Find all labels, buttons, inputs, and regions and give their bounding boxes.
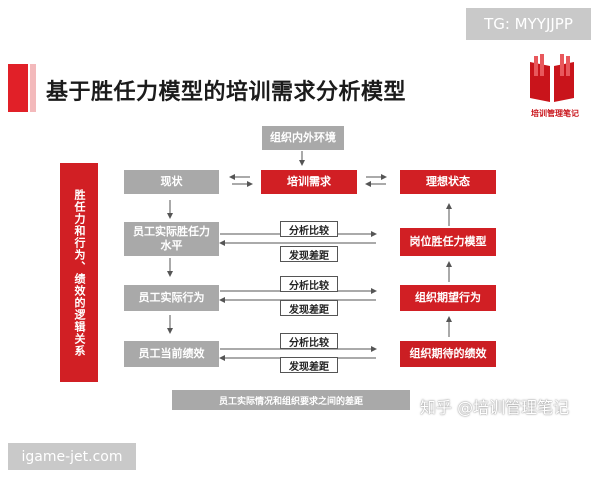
current-state-box: 现状 xyxy=(124,170,219,194)
training-need-box: 培训需求 xyxy=(261,170,357,194)
expected-performance-box: 组织期待的绩效 xyxy=(400,341,496,367)
expected-behavior-box: 组织期望行为 xyxy=(400,285,496,311)
book-logo-icon xyxy=(530,54,574,102)
actual-competency-box: 员工实际胜任力水平 xyxy=(124,222,219,256)
tg-tag: TG: MYYJJPP xyxy=(466,8,591,40)
current-performance-box: 员工当前绩效 xyxy=(124,341,219,367)
actual-behavior-box: 员工实际行为 xyxy=(124,285,219,311)
gap-caption: 员工实际情况和组织要求之间的差距 xyxy=(172,390,410,410)
compare-label-3: 分析比较 xyxy=(280,333,338,349)
watermark: 知乎 @培训管理笔记 xyxy=(420,398,570,417)
title-accent-bar xyxy=(8,64,28,112)
gap-label-2: 发现差距 xyxy=(280,300,338,316)
env-box: 组织内外环境 xyxy=(262,126,344,150)
ideal-state-box: 理想状态 xyxy=(400,170,496,194)
page-title: 基于胜任力模型的培训需求分析模型 xyxy=(46,80,407,105)
site-tag: igame-jet.com xyxy=(8,443,136,470)
competency-model-box: 岗位胜任力模型 xyxy=(400,228,496,256)
compare-label-2: 分析比较 xyxy=(280,276,338,292)
gap-label-1: 发现差距 xyxy=(280,246,338,262)
gap-label-3: 发现差距 xyxy=(280,357,338,373)
title-accent-stripe xyxy=(30,64,36,112)
compare-label-1: 分析比较 xyxy=(280,221,338,237)
logo-caption: 培训管理笔记 xyxy=(531,109,579,118)
left-vertical-label: 胜任力和行为、绩效的逻辑关系 xyxy=(60,163,98,382)
